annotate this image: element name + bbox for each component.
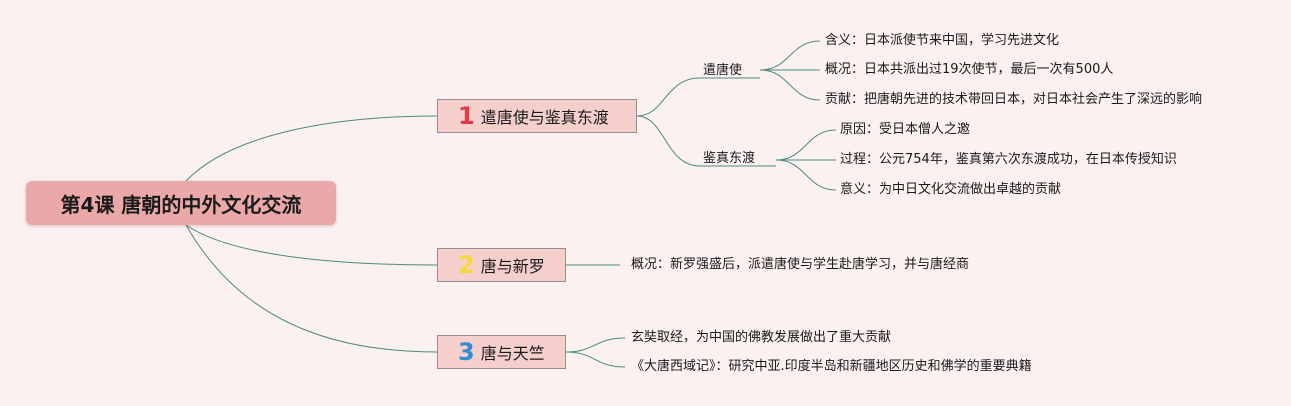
connector-sub2-leaf1: [775, 129, 837, 161]
topic-3-node[interactable]: 3 唐与天竺: [437, 335, 566, 369]
subtopic-qiantangshi[interactable]: 遣唐使: [703, 63, 743, 78]
connector-root-topic2: [185, 224, 438, 266]
connector-topic3-leaf1: [565, 337, 626, 353]
topic-3-label: 唐与天竺: [480, 344, 545, 363]
connector-topic1-sub1: [636, 77, 701, 117]
connector-sub1-leaf3: [759, 69, 821, 101]
leaf-item[interactable]: 《大唐西域记》：研究中亚.印度半岛和新疆地区历史和佛学的重要典籍: [631, 359, 1032, 374]
connector-topic1-sub2: [636, 115, 701, 167]
connector-sub2-leaf3: [775, 159, 837, 191]
leaf-item[interactable]: 原因：受日本僧人之邀: [840, 122, 971, 137]
leaf-item[interactable]: 过程：公元754年，鉴真第六次东渡成功，在日本传授知识: [840, 152, 1177, 167]
leaf-item[interactable]: 贡献：把唐朝先进的技术带回日本，对日本社会产生了深远的影响: [825, 92, 1203, 107]
connector-topic3-leaf2: [565, 351, 626, 368]
topic-1-label: 遣唐使与鉴真东渡: [480, 108, 609, 127]
connector-root-topic1: [185, 115, 438, 182]
root-node[interactable]: 第4课 唐朝的中外文化交流: [26, 181, 336, 225]
leaf-item[interactable]: 概况：日本共派出过19次使节，最后一次有500人: [825, 62, 1114, 77]
topic-number-3: 3: [458, 338, 475, 366]
topic-1-node[interactable]: 1 遣唐使与鉴真东渡: [437, 99, 637, 133]
leaf-item[interactable]: 含义：日本派使节来中国，学习先进文化: [825, 33, 1060, 48]
connector-sub1-leaf1: [759, 40, 821, 71]
topic-number-2: 2: [458, 251, 475, 279]
topic-2-label: 唐与新罗: [480, 257, 545, 276]
leaf-item[interactable]: 概况：新罗强盛后，派遣唐使与学生赴唐学习，并与唐经商: [631, 257, 970, 272]
leaf-item[interactable]: 玄奘取经，为中国的佛教发展做出了重大贡献: [631, 330, 892, 345]
topic-number-1: 1: [458, 102, 475, 130]
topic-2-node[interactable]: 2 唐与新罗: [437, 248, 566, 282]
root-title: 第4课 唐朝的中外文化交流: [60, 192, 302, 217]
subtopic-jianzhen[interactable]: 鉴真东渡: [703, 151, 756, 166]
leaf-item[interactable]: 意义：为中日文化交流做出卓越的贡献: [840, 182, 1062, 197]
connector-root-topic3: [185, 224, 438, 353]
